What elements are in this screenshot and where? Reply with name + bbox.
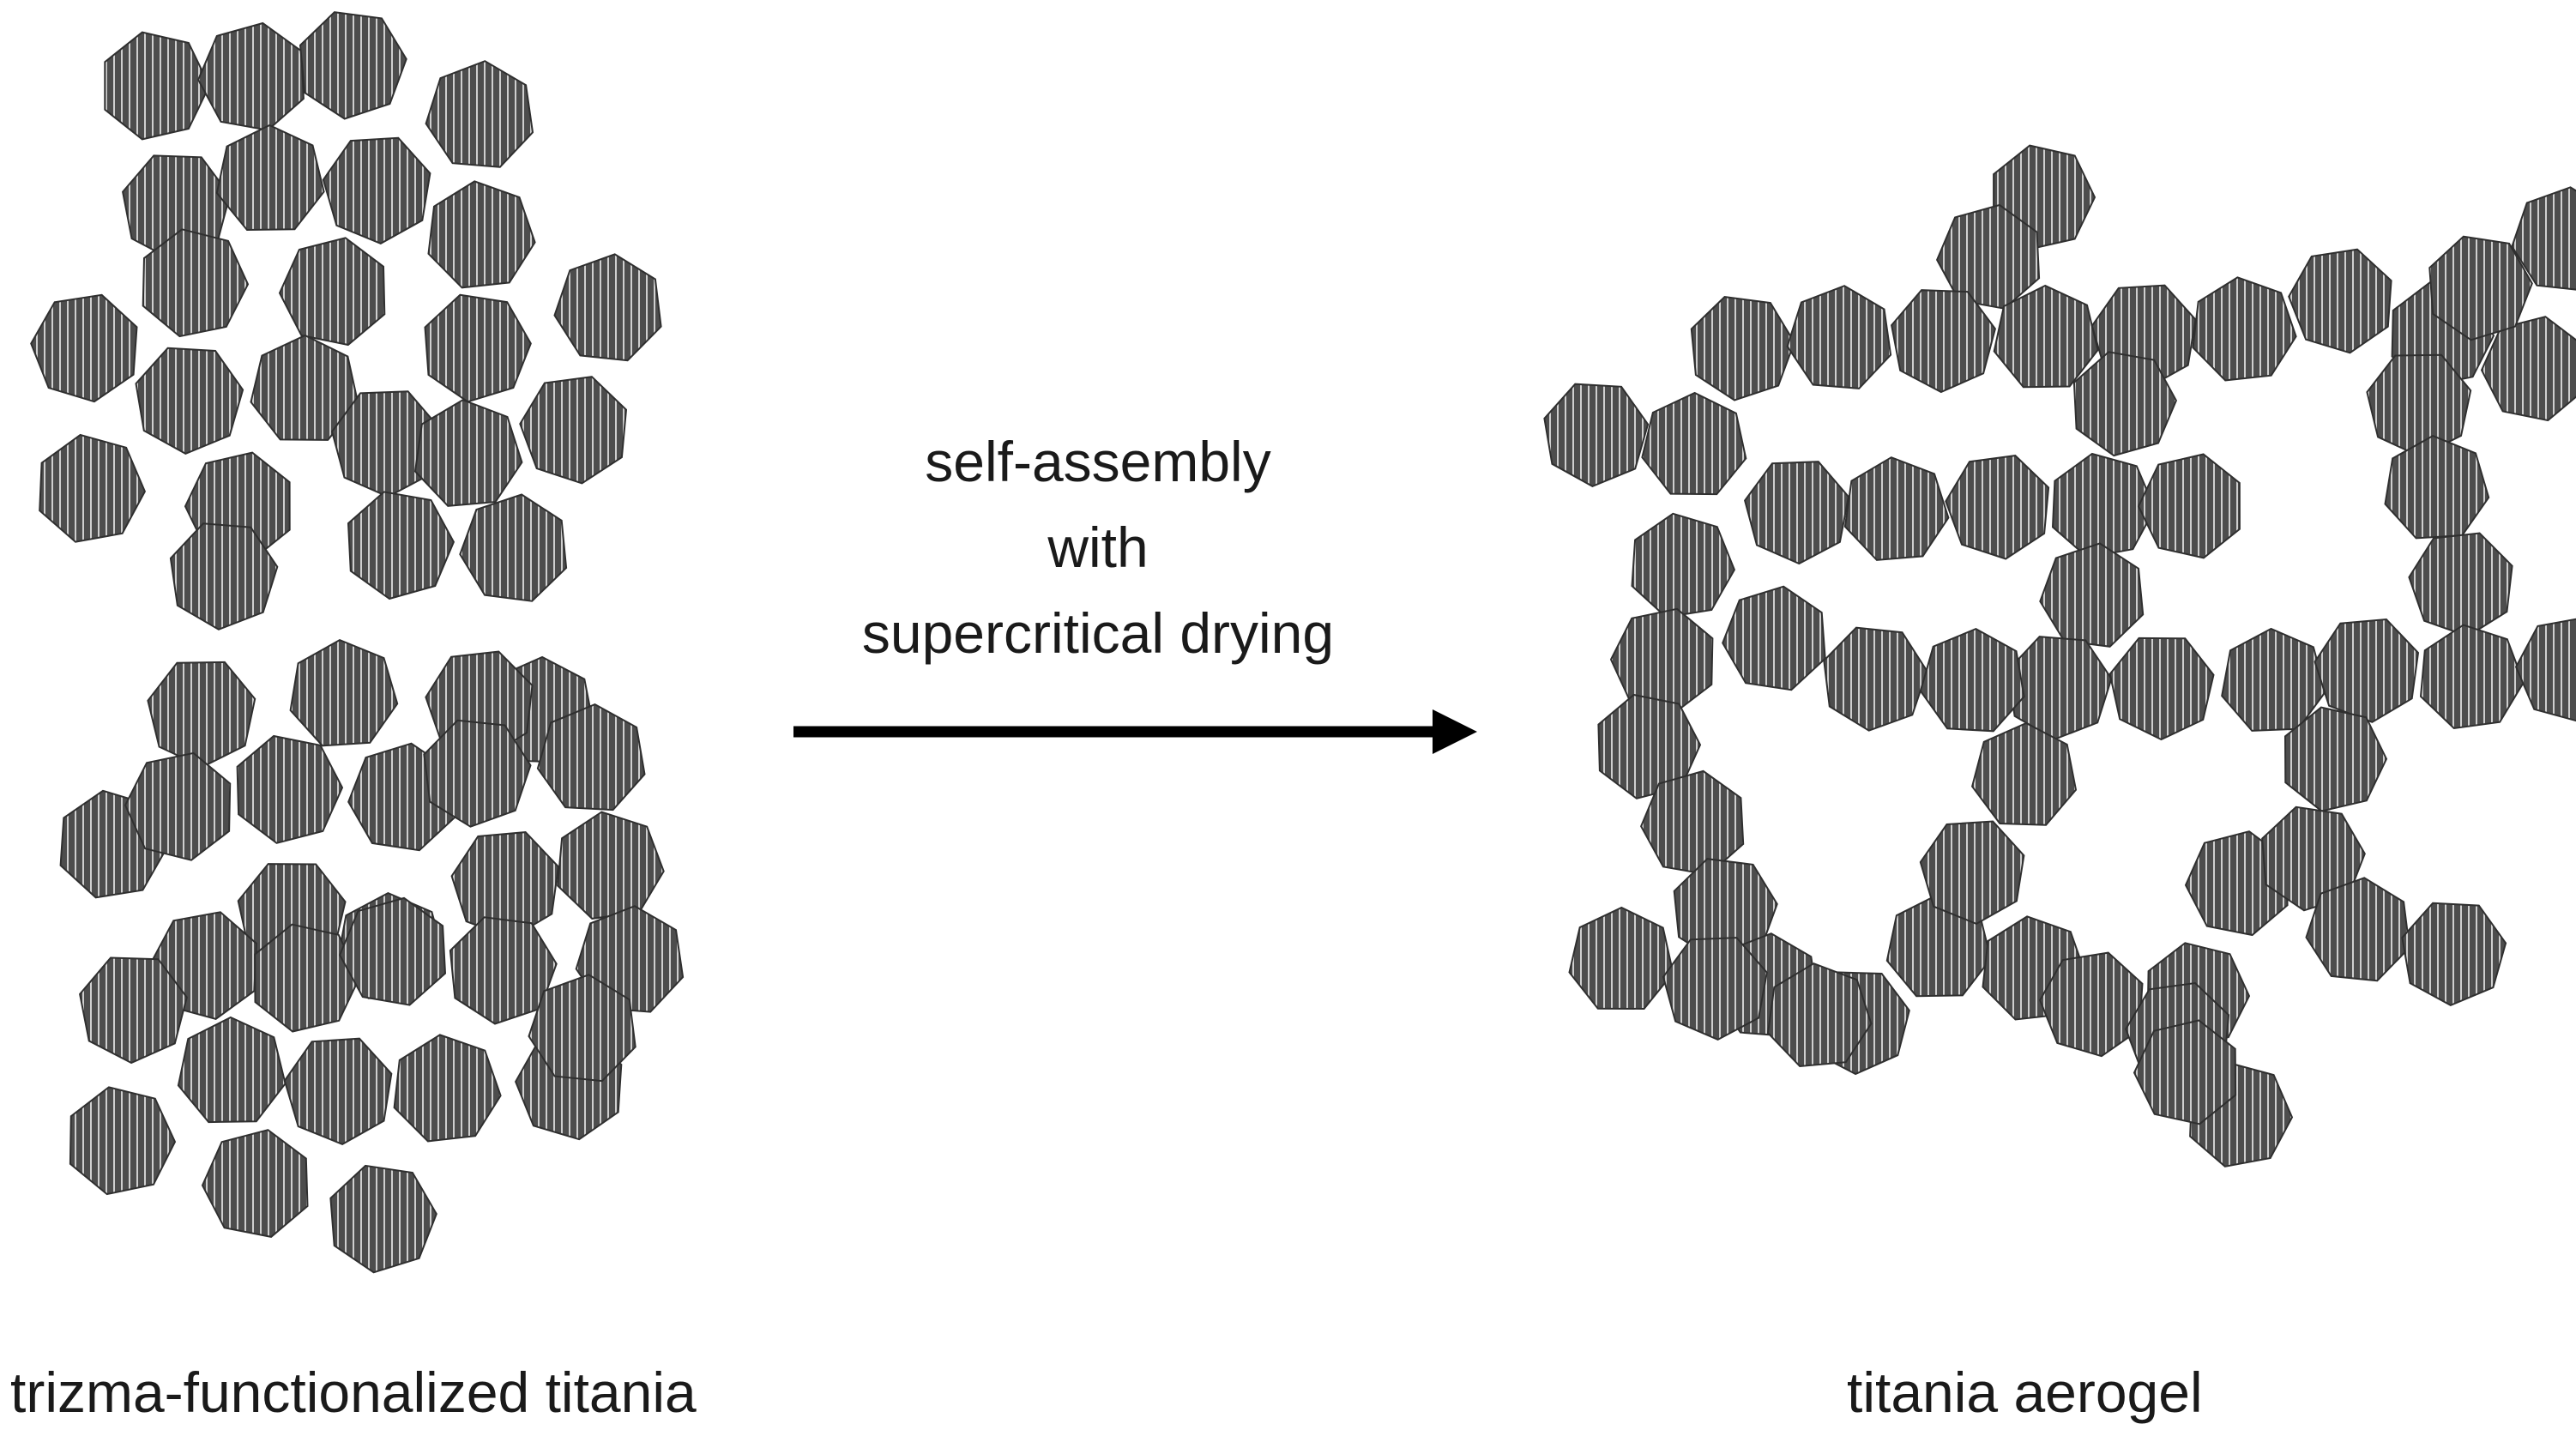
particle	[2133, 1019, 2237, 1125]
particle	[1945, 455, 2050, 560]
particle	[1568, 906, 1674, 1011]
particle	[2039, 542, 2145, 648]
particle	[2314, 618, 2420, 723]
particle	[1744, 461, 1849, 565]
particle	[278, 237, 386, 347]
particle	[2137, 453, 2241, 559]
particle	[2072, 351, 2178, 457]
particle	[393, 1034, 502, 1143]
particle	[169, 522, 279, 630]
particle	[124, 751, 232, 861]
particle	[329, 1164, 437, 1274]
particle	[536, 703, 646, 812]
particle	[104, 31, 211, 141]
particle	[424, 293, 532, 403]
particle	[299, 11, 407, 120]
particle	[423, 719, 532, 828]
particle	[1543, 383, 1650, 488]
particle	[322, 136, 431, 245]
right-caption: titania aerogel	[1847, 1361, 2203, 1424]
particle	[201, 1129, 309, 1238]
particle	[425, 60, 534, 168]
particle	[1597, 693, 1702, 799]
particle	[1786, 285, 1892, 389]
particle	[1935, 203, 2041, 310]
particle	[1631, 512, 1736, 618]
particle	[39, 433, 147, 543]
particle	[1639, 769, 1745, 876]
particle	[236, 734, 344, 844]
particle	[1641, 391, 1747, 496]
particle	[1609, 607, 1714, 714]
particle	[135, 347, 244, 456]
particle	[459, 493, 568, 602]
particle	[1662, 937, 1768, 1041]
particle	[2384, 434, 2490, 540]
particle	[449, 916, 558, 1025]
particle	[30, 293, 138, 403]
particle	[1891, 289, 1996, 394]
particle	[142, 228, 250, 338]
particle	[2480, 316, 2576, 422]
particle	[196, 21, 305, 131]
arrow-head	[1433, 709, 1477, 754]
particle	[2288, 248, 2392, 354]
left-caption: trizma-functionalized titania	[10, 1361, 697, 1424]
particle	[347, 491, 455, 600]
particle	[2428, 235, 2533, 341]
process-line-1: self-assembly	[925, 430, 1271, 493]
particle	[2401, 902, 2507, 1007]
particle	[338, 896, 447, 1006]
particle	[2283, 706, 2388, 812]
particle	[450, 831, 559, 939]
particle	[528, 974, 636, 1083]
particle	[1673, 858, 1778, 963]
particle	[1971, 721, 2078, 826]
particle	[2192, 276, 2297, 382]
dispersed-particles-group	[30, 11, 685, 1274]
particle	[1843, 456, 1950, 561]
particle	[2366, 353, 2472, 458]
particle	[2511, 186, 2576, 291]
particle	[283, 1037, 393, 1146]
particle	[69, 1086, 177, 1196]
process-line-3: supercritical drying	[861, 601, 1335, 665]
particle	[79, 956, 188, 1065]
process-arrow	[793, 709, 1477, 754]
particle	[1722, 585, 1826, 691]
particle	[2514, 618, 2576, 722]
particle	[2261, 805, 2366, 912]
particle	[177, 1016, 287, 1124]
particle	[1690, 296, 1795, 401]
particle	[557, 811, 665, 920]
process-description: self-assembly with supercritical drying	[755, 419, 1441, 676]
particle	[519, 376, 628, 485]
particle	[215, 124, 325, 232]
aerogel-network-group	[1543, 144, 2576, 1167]
particle	[2305, 877, 2410, 982]
particle	[427, 180, 536, 289]
process-line-2: with	[1047, 516, 1149, 579]
particle	[2419, 624, 2525, 730]
particle	[147, 661, 256, 769]
particle	[289, 638, 399, 747]
particle	[1919, 627, 2025, 733]
particle	[413, 399, 523, 507]
particle	[1993, 284, 2099, 389]
particle	[2108, 637, 2215, 741]
particle	[1919, 820, 2025, 926]
particle	[553, 253, 662, 362]
particle	[1766, 962, 1873, 1068]
particle	[1823, 626, 1928, 732]
particle	[2408, 532, 2513, 637]
